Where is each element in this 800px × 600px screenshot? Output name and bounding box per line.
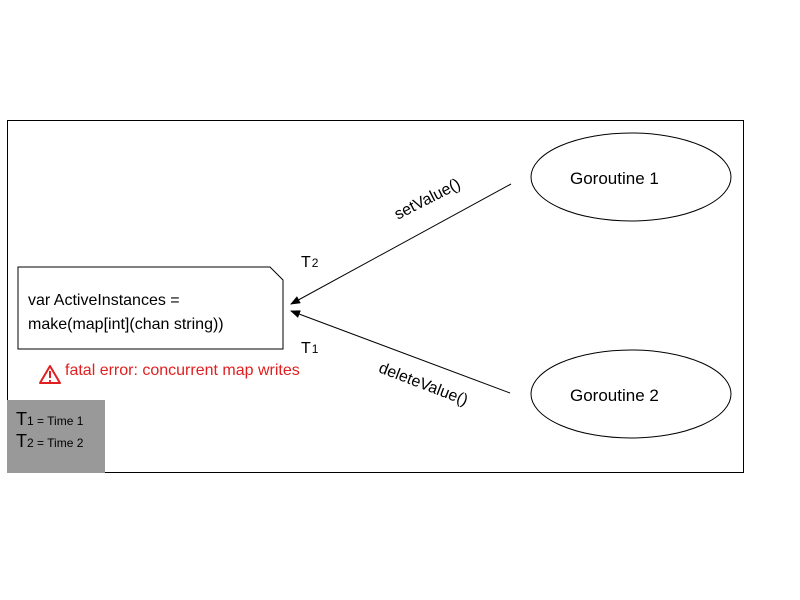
legend-t1-letter: T	[16, 409, 27, 429]
time-marker-t2-letter: T	[301, 254, 311, 271]
legend-row-t2: T2 = Time 2	[16, 431, 83, 452]
legend-row-t1: T1 = Time 1	[16, 409, 83, 430]
goroutine-1-node	[530, 132, 732, 222]
goroutine-1-label: Goroutine 1	[570, 169, 659, 188]
goroutine-2-label: Goroutine 2	[570, 386, 659, 405]
legend-t2-text: = Time 2	[33, 436, 84, 450]
warning-icon	[39, 365, 61, 384]
error-message: fatal error: concurrent map writes	[65, 362, 300, 379]
time-marker-t1-sub: 1	[311, 342, 319, 356]
legend-t2-letter: T	[16, 431, 27, 451]
time-legend: T1 = Time 1 T2 = Time 2	[7, 400, 105, 473]
diagram-frame	[7, 120, 744, 473]
map-declaration-line-2: make(map[int](chan string))	[28, 316, 224, 333]
legend-t2-sub: 2	[27, 436, 34, 450]
delete-value-arrow	[290, 310, 511, 394]
legend-t1-sub: 1	[27, 414, 34, 428]
set-value-arrow	[290, 183, 512, 305]
time-marker-t1-letter: T	[301, 340, 311, 357]
map-box	[17, 266, 284, 350]
time-marker-t2-sub: 2	[311, 256, 319, 270]
time-marker-t2: T2	[301, 254, 318, 272]
goroutine-2-node	[530, 349, 732, 439]
time-marker-t1: T1	[301, 340, 318, 358]
map-declaration-line-1: var ActiveInstances =	[28, 292, 180, 309]
legend-t1-text: = Time 1	[33, 414, 84, 428]
